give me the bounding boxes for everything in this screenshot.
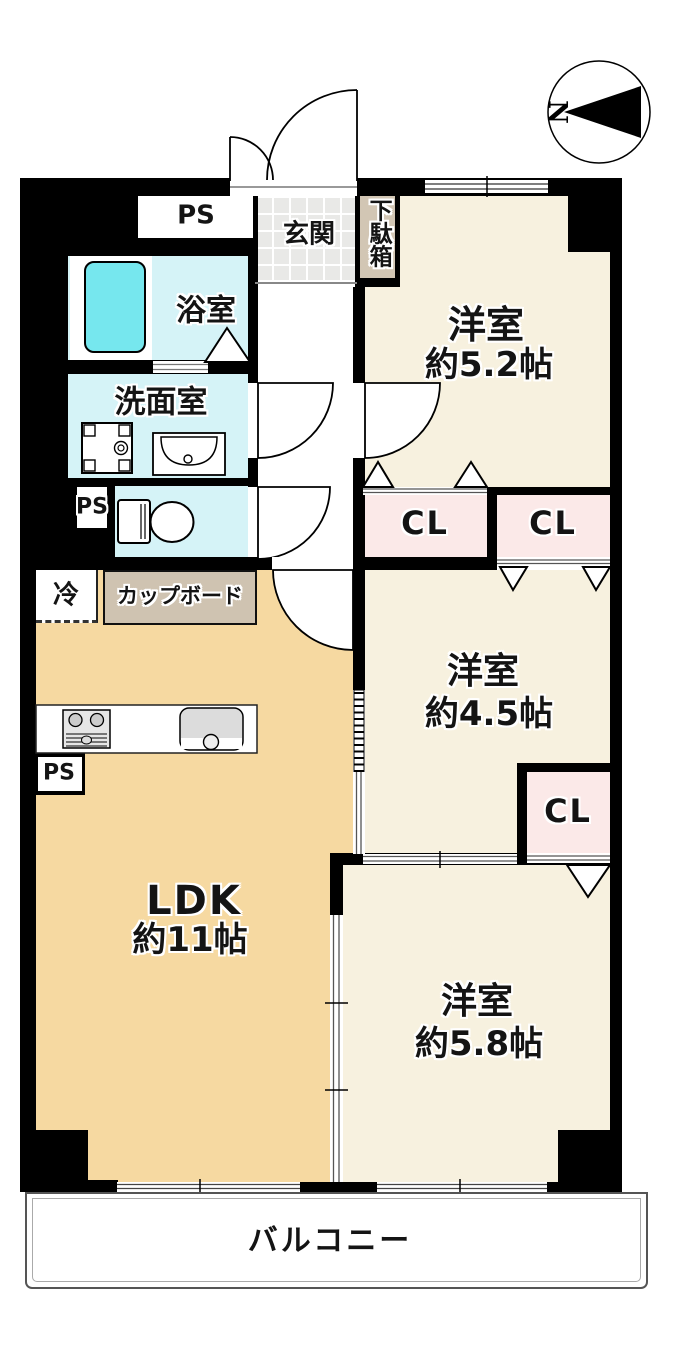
closet-3 (527, 772, 610, 853)
label-ps-top: PS (177, 200, 215, 231)
label-balcony: バルコニー (247, 1223, 413, 1259)
label-bathroom: 浴室 (176, 293, 236, 329)
room-ldk (36, 570, 353, 1182)
label-ps-mid: PS (76, 494, 108, 520)
room-size: 約11帖 (132, 920, 248, 961)
wall-below-toilet (20, 557, 353, 570)
label-closet-1: CL (401, 504, 449, 543)
label-closet-2: CL (529, 504, 577, 543)
wall-closet2-top (497, 487, 610, 495)
compass: N (544, 60, 651, 164)
north-arrow-icon (564, 86, 641, 138)
label-fridge: 冷 (52, 580, 80, 611)
wall-closet3-top (517, 763, 610, 772)
room-size: 約4.5帖 (424, 694, 554, 735)
bathtub (84, 261, 146, 353)
label-shoe-cabinet: 下駄箱 (365, 198, 392, 268)
wall-ldk-58-top (330, 853, 343, 915)
room-entrance (255, 196, 355, 280)
label-closet-3: CL (544, 792, 592, 831)
wall-right (610, 178, 622, 1192)
pillar-bottom-right (558, 1130, 622, 1192)
bathroom-door-marker (153, 326, 252, 373)
door-western-5-2 (353, 382, 441, 459)
wall-left-upper (20, 178, 68, 570)
label-washroom: 洗面室 (114, 384, 208, 421)
cupboard (103, 570, 257, 625)
kitchen-sink (179, 707, 244, 751)
door-ldk (272, 557, 354, 651)
pillar-top-right (568, 178, 622, 252)
stove (62, 709, 111, 749)
door-washroom (248, 382, 334, 459)
north-label: N (544, 100, 572, 124)
wall-left-lower (20, 570, 36, 1192)
ps-mid-box (77, 487, 107, 528)
washing-machine-pan (81, 422, 133, 474)
wall-shoe-cabinet-left (355, 196, 360, 287)
wall-hall-right-upper (353, 287, 365, 383)
sliding-door-45-58 (363, 851, 517, 868)
wall-top-left (20, 178, 230, 196)
fridge-space (36, 570, 98, 623)
wall-bottom (20, 1182, 622, 1192)
ps-kitchen-box (38, 757, 82, 791)
wall-closet1-bottom (353, 557, 497, 570)
wall-shoe-cabinet-right (395, 196, 400, 287)
closet-2 (497, 495, 610, 557)
room-size: 約5.8帖 (414, 1024, 544, 1065)
closet1-door-markers (361, 460, 489, 495)
room-western-5-8 (343, 865, 610, 1182)
closet3-door-markers (527, 853, 612, 899)
balcony-inner-rail (32, 1198, 641, 1282)
ps-top-box (138, 196, 253, 238)
window-top (425, 176, 548, 197)
wall-washroom-toilet (68, 478, 250, 486)
wall-ldk-45 (353, 570, 365, 690)
toilet (117, 499, 195, 544)
room-name: 洋室 (440, 981, 514, 1023)
partition-ldk-58 (325, 915, 348, 1182)
pillar-bottom-left (20, 1130, 88, 1192)
room-size: 約5.2帖 (424, 345, 554, 386)
kitchen-counter (35, 704, 258, 754)
shoe-cabinet (360, 196, 395, 278)
closet2-door-markers (497, 557, 612, 592)
label-cupboard: カップボード (117, 583, 243, 608)
balcony (25, 1192, 648, 1289)
wall-hall-right-lower (353, 455, 365, 570)
partition-ldk-45 (353, 689, 365, 854)
room-name: 洋室 (447, 303, 525, 348)
wall-closet3-left (517, 763, 527, 865)
wall-closet-divider (487, 487, 497, 570)
door-toilet (248, 486, 331, 560)
room-name: LDK (146, 878, 242, 924)
room-name: 洋室 (446, 651, 520, 693)
closet-1 (363, 495, 487, 557)
label-entrance: 玄関 (282, 219, 336, 250)
wall-shoe-cabinet-bottom (355, 278, 400, 287)
wash-basin (152, 432, 226, 476)
label-ps-kitchen: PS (43, 760, 75, 786)
entrance-door-swing (229, 89, 358, 194)
